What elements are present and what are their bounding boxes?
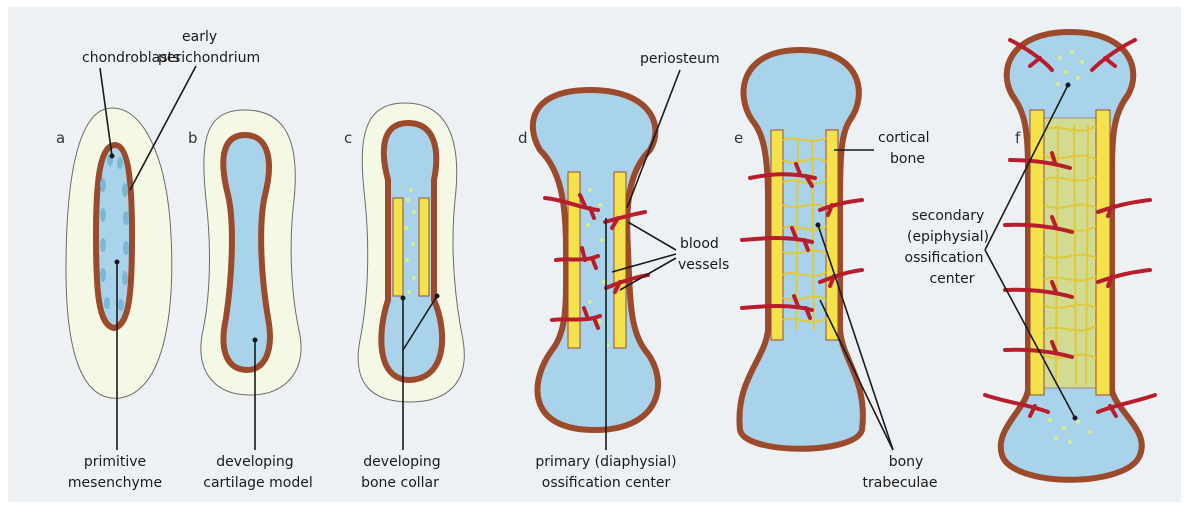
- label-epiphysial: (epiphysial): [907, 229, 989, 245]
- leader-dot: [115, 260, 120, 265]
- panel-letter-c: c: [344, 129, 352, 147]
- label-primitive: primitive: [84, 454, 146, 470]
- label-periosteum: periosteum: [640, 51, 720, 67]
- leader-dot: [1073, 416, 1078, 421]
- leader-dot: [816, 223, 821, 228]
- label-bone: bone: [890, 151, 925, 167]
- bone-collar-left: [393, 198, 403, 296]
- cartilage-model: [223, 135, 270, 370]
- label-cartilage-model: cartilage model: [203, 475, 312, 491]
- label-cortical: cortical: [878, 130, 930, 146]
- leader-dot: [435, 294, 440, 299]
- cartilage-core: [96, 145, 132, 328]
- leader-dot: [401, 296, 406, 301]
- label-bone-collar: bone collar: [361, 475, 439, 491]
- label-developing-c: developing: [363, 454, 440, 470]
- label-early: early: [182, 29, 217, 45]
- label-mesenchyme: mesenchyme: [68, 475, 162, 491]
- label-blood: blood: [680, 236, 719, 252]
- label-primary: primary (diaphysial): [535, 454, 676, 470]
- label-ossification-center-d: ossification center: [542, 475, 671, 491]
- panel-letter-b: b: [188, 129, 198, 147]
- label-center: center: [929, 271, 974, 287]
- label-perichondrium: perichondrium: [158, 50, 260, 66]
- leader-dot: [110, 154, 115, 159]
- label-ossification: ossification: [905, 250, 984, 266]
- label-vessels: vessels: [678, 257, 729, 273]
- leader-dot: [1066, 83, 1071, 88]
- panel-letter-f: f: [1015, 129, 1021, 147]
- panel-letter-e: e: [734, 129, 743, 147]
- cortex-right: [826, 130, 838, 340]
- label-bony: bony: [889, 454, 924, 470]
- panel-letter-a: a: [56, 129, 65, 147]
- cartilage-model: [381, 123, 442, 380]
- leader-dot: [253, 338, 258, 343]
- label-secondary: secondary: [912, 208, 985, 224]
- panel-letter-d: d: [518, 129, 528, 147]
- cortex-left: [771, 130, 783, 340]
- cortex-right: [614, 172, 626, 348]
- cortex-right: [1096, 110, 1110, 395]
- bone-collar-right: [419, 198, 429, 296]
- label-trabeculae: trabeculae: [863, 475, 938, 491]
- label-developing-b: developing: [216, 454, 293, 470]
